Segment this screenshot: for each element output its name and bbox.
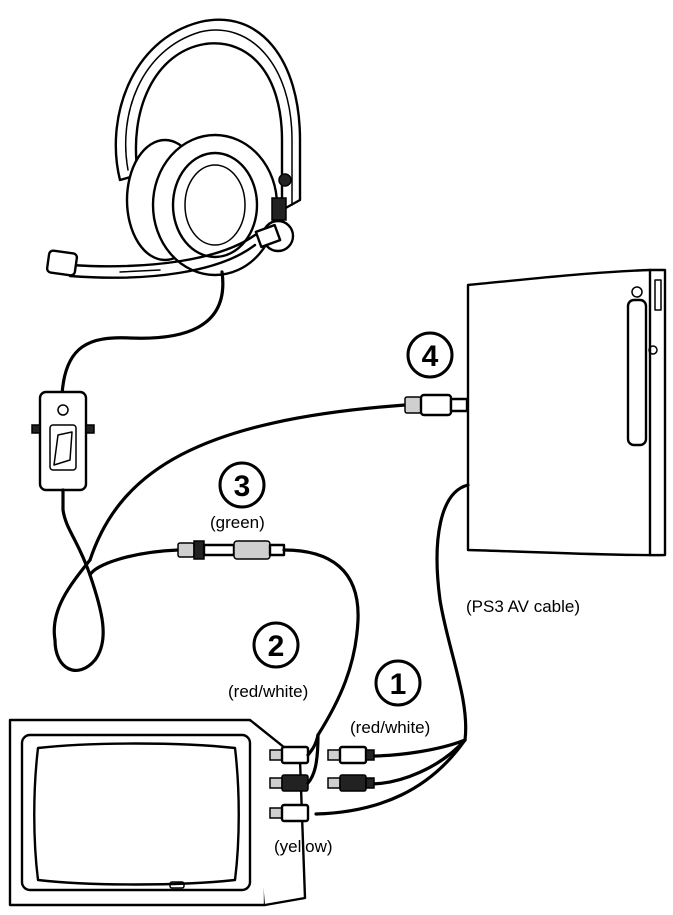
ps3-av-cable-label: (PS3 AV cable) [466, 597, 580, 616]
ps3-console [466, 268, 667, 557]
usb-plug [404, 393, 469, 417]
step-1-number: 1 [390, 668, 407, 701]
ps3-av-cable [435, 483, 470, 742]
step-badge-3: 3 [218, 461, 266, 509]
green-plug [177, 540, 286, 560]
step-4-number: 4 [422, 340, 439, 373]
usb-cable [88, 403, 407, 562]
yellow-label: (yellow) [274, 837, 333, 856]
step-3-number: 3 [234, 470, 251, 503]
step-badge-2: 2 [252, 621, 300, 669]
step-3-label: (green) [210, 513, 265, 532]
television [8, 718, 307, 907]
rca-plugs-tv [269, 745, 310, 823]
inline-amplifier-controller [31, 390, 95, 492]
step-2-number: 2 [268, 630, 285, 663]
step-2-label: (red/white) [228, 682, 308, 701]
step-badge-1: 1 [374, 659, 422, 707]
step-badge-4: 4 [406, 331, 454, 379]
headset-illustration [45, 18, 302, 397]
rca-plugs-av [327, 745, 375, 792]
optical-green-cable [88, 548, 180, 577]
step-1-label: (red/white) [350, 718, 430, 737]
